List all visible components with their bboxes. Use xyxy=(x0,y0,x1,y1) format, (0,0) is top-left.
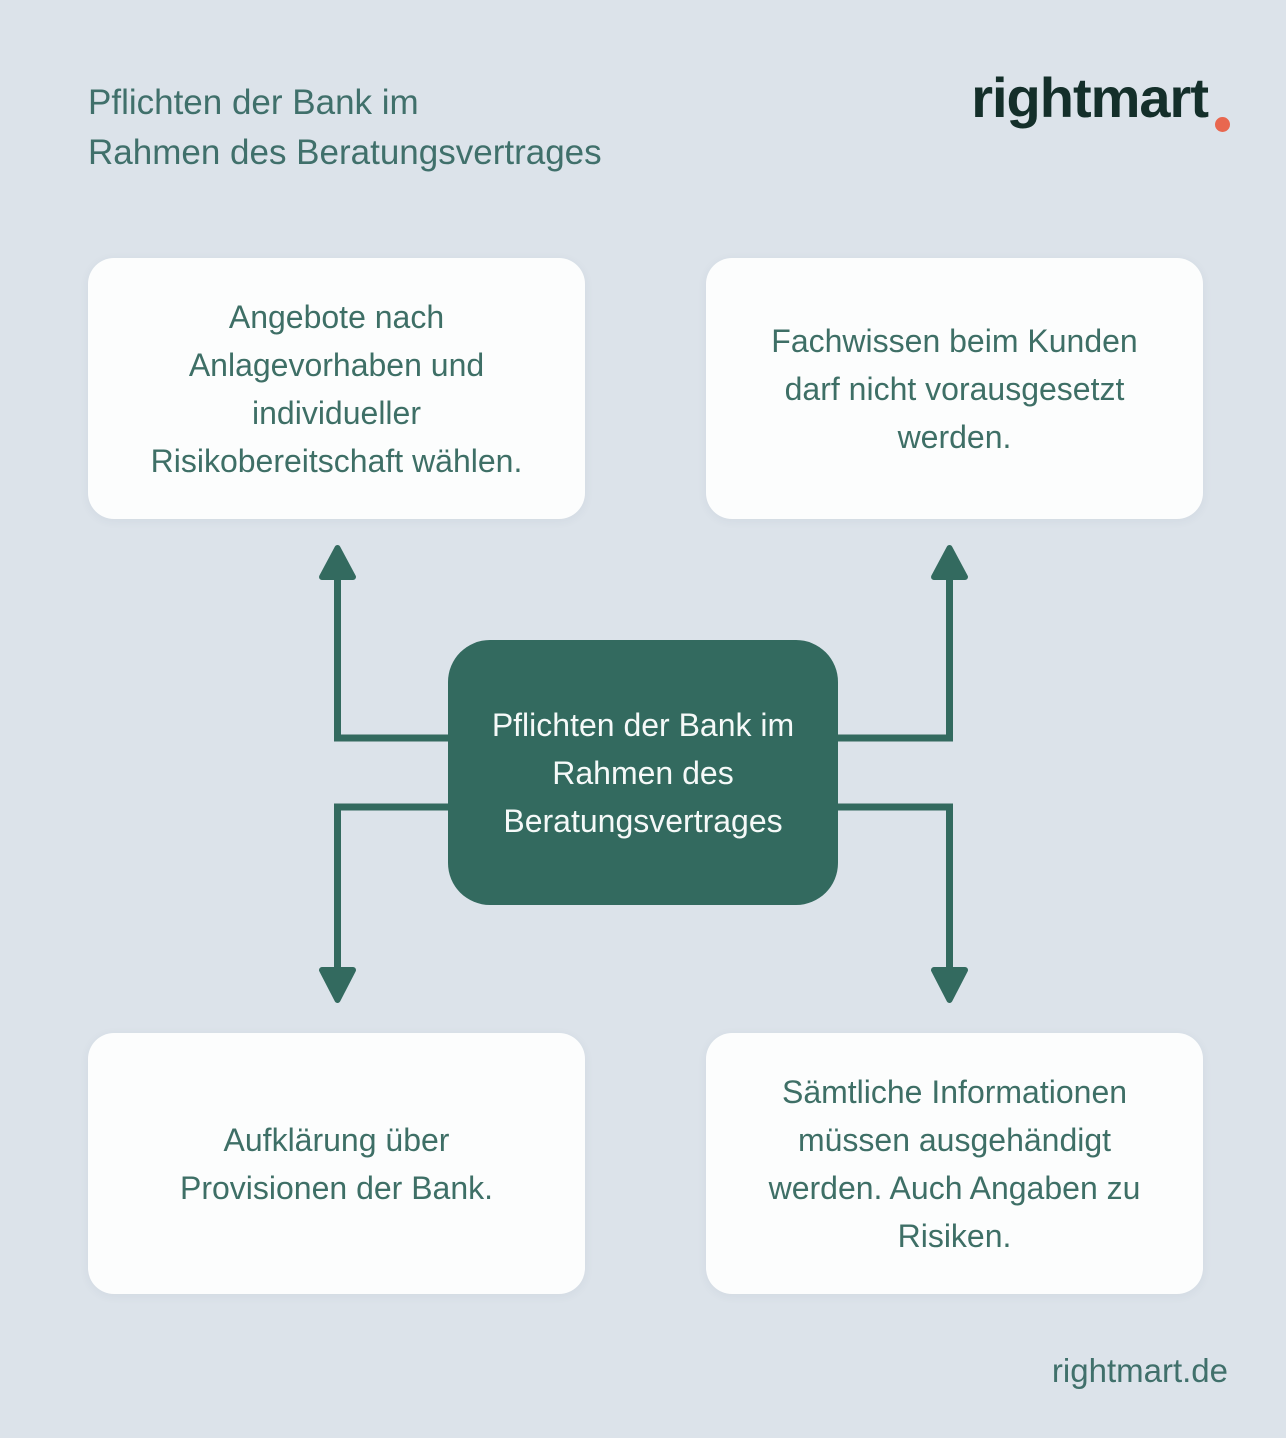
card-bottom-right-text: Sämtliche Informationen müssen ausgehänd… xyxy=(768,1073,1141,1254)
footer-website: rightmart.de xyxy=(1051,1352,1228,1389)
logo-wordmark: rightmart xyxy=(971,66,1209,129)
card-bottom-left: Aufklärung über Provisionen der Bank. xyxy=(88,1033,585,1294)
card-bottom-right: Sämtliche Informationen müssen ausgehänd… xyxy=(706,1033,1203,1294)
arrow-to-top-left-card xyxy=(319,545,449,742)
card-top-right-text: Fachwissen beim Kunden darf nicht voraus… xyxy=(771,322,1138,455)
page-title: Pflichten der Bank im Rahmen des Beratun… xyxy=(88,83,602,172)
rightmart-logo: rightmart. xyxy=(971,70,1230,135)
arrow-to-bottom-left-card xyxy=(319,803,449,1003)
card-bottom-left-text: Aufklärung über Provisionen der Bank. xyxy=(179,1121,494,1206)
center-node: Pflichten der Bank im Rahmen des Beratun… xyxy=(448,640,838,905)
card-top-right: Fachwissen beim Kunden darf nicht voraus… xyxy=(706,258,1203,519)
arrow-to-top-right-card xyxy=(837,545,968,742)
card-top-left: Angebote nach Anlagevorhaben und individ… xyxy=(88,258,585,519)
logo-dot: . xyxy=(1215,117,1230,132)
arrow-to-bottom-right-card xyxy=(837,803,968,1003)
card-top-left-text: Angebote nach Anlagevorhaben und individ… xyxy=(150,298,523,479)
